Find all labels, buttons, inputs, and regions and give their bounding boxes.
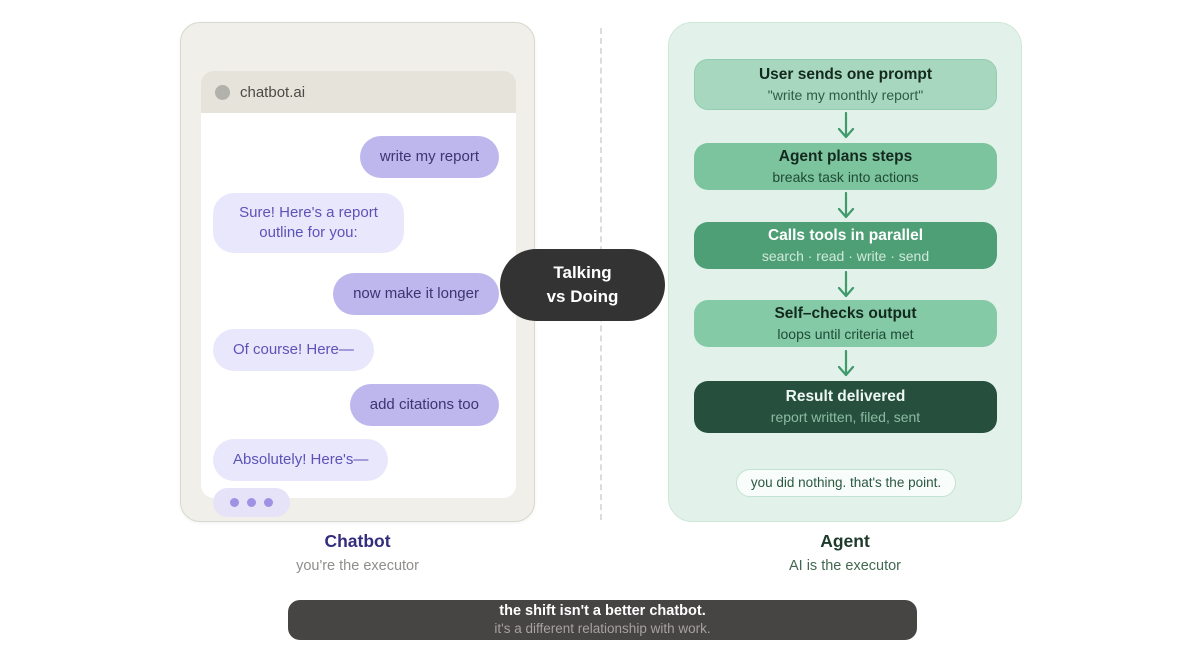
step-subtitle: breaks task into actions [772,168,919,185]
agent-caption-sub: AI is the executor [788,558,902,574]
step-title: Calls tools in parallel [767,226,924,244]
agent-caption: Agent AI is the executor [668,531,1022,574]
agent-note-pill: you did nothing. that's the point. [735,469,957,497]
chat-bubble-user: now make it longer [333,273,499,315]
chat-bubble-bot: Sure! Here's a report outline for you: [213,193,404,253]
down-arrow-icon [669,112,1023,140]
chat-bubble-bot: Of course! Here— [213,329,374,371]
step-title: User sends one prompt [758,65,933,83]
chatbot-caption-sub: you're the executor [296,558,419,574]
footer-line2: it's a different relationship with work. [494,621,711,636]
down-arrow-icon [669,192,1023,220]
typing-dot-icon [230,498,239,507]
typing-indicator [213,488,290,517]
step-subtitle: loops until criteria met [777,325,914,342]
flow-step-tools: Calls tools in parallel search · read · … [694,222,997,269]
agent-flow-card: User sends one prompt "write my monthly … [668,22,1022,522]
typing-dot-icon [247,498,256,507]
talking-vs-doing-badge: Talking vs Doing [500,249,665,321]
flow-step-user-prompt: User sends one prompt "write my monthly … [694,59,997,110]
chatbot-caption-title: Chatbot [324,531,391,551]
chatbot-caption: Chatbot you're the executor [180,531,535,574]
flow-step-result: Result delivered report written, filed, … [694,381,997,433]
flow-step-plan: Agent plans steps breaks task into actio… [694,143,997,190]
window-dot-icon [215,84,230,100]
agent-note-pill-wrap: you did nothing. that's the point. [669,469,1023,497]
chat-window-titlebar: chatbot.ai [201,71,516,113]
step-title: Self–checks output [774,304,917,322]
chat-window: chatbot.ai write my report Sure! Here's … [201,71,516,498]
down-arrow-icon [669,350,1023,378]
agent-caption-title: Agent [820,531,870,551]
flow-step-selfcheck: Self–checks output loops until criteria … [694,300,997,347]
chat-window-title: chatbot.ai [240,83,306,101]
chatbot-card: chatbot.ai write my report Sure! Here's … [180,22,535,522]
chat-bubble-user: write my report [359,136,499,178]
step-subtitle: search · read · write · send [761,247,930,264]
footer-line1: the shift isn't a better chatbot. [499,603,706,619]
chat-bubble-bot: Absolutely! Here's— [213,439,389,481]
chat-message-area: write my report Sure! Here's a report ou… [201,113,516,498]
step-subtitle: "write my monthly report" [767,86,924,103]
typing-dot-icon [264,498,273,507]
footer-banner: the shift isn't a better chatbot. it's a… [288,600,917,640]
step-subtitle: report written, filed, sent [770,409,921,425]
badge-line1: Talking [553,263,612,282]
down-arrow-icon [669,271,1023,299]
step-title: Agent plans steps [778,147,913,165]
step-title: Result delivered [785,388,906,405]
badge-line2: vs Doing [546,287,619,306]
chat-bubble-user: add citations too [349,384,499,426]
